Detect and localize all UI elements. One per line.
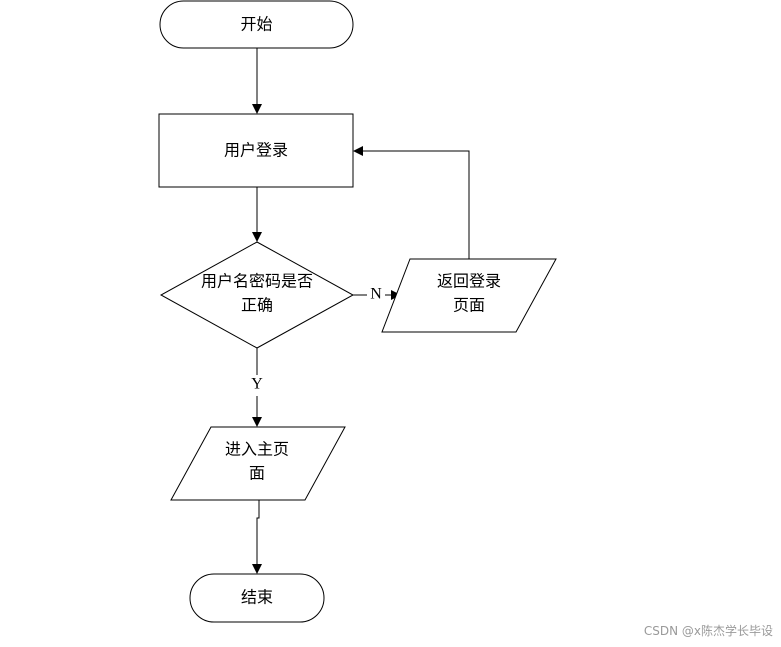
return-login-node: 返回登录 页面 [381, 258, 557, 333]
watermark-text: CSDN @x陈杰学长毕设 [643, 624, 773, 638]
check-label-line1: 用户名密码是否 [201, 272, 313, 291]
start-node: 开始 [159, 0, 354, 49]
credentials-check-node: 用户名密码是否 正确 [159, 241, 355, 349]
return-login-label-line2: 页面 [453, 296, 485, 315]
end-node: 结束 [189, 573, 325, 623]
return-login-label-line1: 返回登录 [437, 272, 501, 291]
edge-main-to-end [252, 500, 262, 574]
enter-main-node: 进入主页 面 [170, 426, 346, 501]
enter-main-label-line1: 进入主页 [225, 440, 289, 459]
edge-label-no: N [370, 286, 382, 303]
login-label: 用户登录 [224, 141, 288, 160]
login-node: 用户登录 [158, 113, 354, 188]
enter-main-label-line2: 面 [249, 464, 265, 483]
edge-label-yes: Y [251, 376, 263, 393]
start-label: 开始 [240, 15, 272, 34]
edge-return-to-login [353, 146, 470, 259]
end-label: 结束 [241, 588, 273, 607]
check-label-line2: 正确 [241, 296, 273, 315]
